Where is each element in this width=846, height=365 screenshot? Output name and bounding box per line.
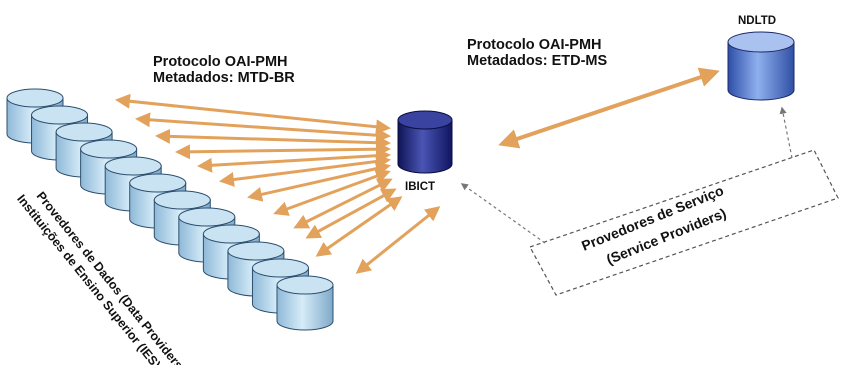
service-to-ndltd-arrow bbox=[779, 106, 793, 159]
protocol-ms-line2: Metadados: ETD-MS bbox=[467, 53, 608, 69]
service-providers-box bbox=[529, 149, 839, 296]
ibict-cylinder bbox=[397, 110, 453, 174]
data-provider-cylinder bbox=[276, 275, 334, 331]
harvest-arrows bbox=[115, 93, 441, 274]
protocol-ms-line1: Protocolo OAI-PMH bbox=[467, 37, 602, 53]
ibict-label: IBICT bbox=[405, 181, 435, 193]
harvest-arrow bbox=[135, 112, 391, 143]
ibict-ndltd-arrow bbox=[498, 67, 720, 149]
harvest-arrow bbox=[115, 93, 391, 135]
harvest-arrow bbox=[355, 206, 441, 274]
data-provider-cylinders bbox=[6, 88, 334, 331]
protocol-br-line2: Metadados: MTD-BR bbox=[153, 70, 295, 86]
ndltd-cylinder bbox=[727, 31, 795, 101]
ndltd-label: NDLTD bbox=[738, 15, 776, 27]
service-to-ibict-arrow bbox=[460, 183, 546, 244]
harvest-arrow bbox=[175, 141, 391, 160]
protocol-br-line1: Protocolo OAI-PMH bbox=[153, 54, 288, 70]
harvest-arrow bbox=[155, 128, 391, 151]
